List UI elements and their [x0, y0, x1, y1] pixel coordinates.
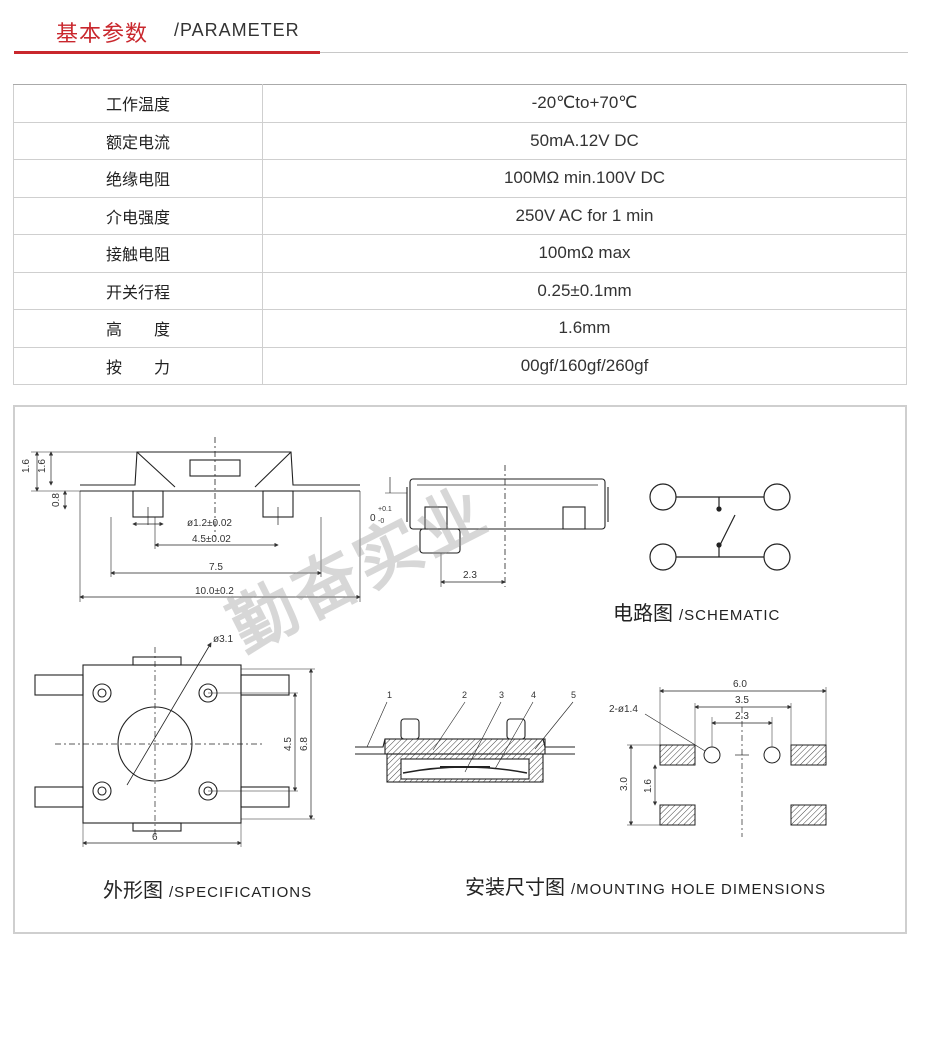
- caption-spec-en: /SPECIFICATIONS: [169, 884, 313, 901]
- part-label: 4: [531, 690, 536, 700]
- dim-mount-pitch: 3.5: [735, 695, 749, 706]
- caption-schematic-cn: 电路图: [613, 601, 673, 625]
- caption-schematic: 电路图/SCHEMATIC: [613, 597, 780, 626]
- header-divider: [14, 52, 908, 53]
- param-key: 额定电流: [13, 121, 263, 160]
- param-key: 接触电阻: [13, 234, 263, 273]
- dim-lead-offset: 2.3: [463, 570, 477, 581]
- top-view-labels: ø3.1 4.5 6.8 6: [152, 634, 310, 843]
- dim-side-base: 0.8: [51, 493, 62, 507]
- param-value: 250V AC for 1 min: [262, 196, 907, 235]
- front-view-labels: 0 +0.1 -0 2.3: [370, 506, 477, 581]
- section-title-cn: 基本参数: [56, 22, 149, 47]
- dim-mount-half: 2.3: [735, 711, 749, 722]
- caption-schematic-en: /SCHEMATIC: [679, 607, 781, 624]
- section-title-en: /PARAMETER: [174, 20, 300, 40]
- param-key: 按 力: [13, 346, 263, 385]
- part-label: 1: [387, 690, 392, 700]
- param-key: 高 度: [13, 309, 263, 348]
- header-accent-bar: [14, 51, 320, 54]
- dim-span: 7.5: [209, 562, 223, 573]
- side-view-drawing: [31, 437, 361, 602]
- dim-mount-width: 6.0: [733, 679, 747, 690]
- table-row: 工作温度-20℃to+70℃: [13, 84, 907, 123]
- caption-spec: 外形图/SPECIFICATIONS: [103, 874, 312, 903]
- cross-section-drawing: [355, 701, 575, 783]
- param-value: 0.25±0.1mm: [262, 271, 907, 310]
- param-key: 开关行程: [13, 271, 263, 310]
- mounting-hole-drawing: [627, 687, 827, 837]
- side-view-labels: 1.6 1.6 0.8 ø1.2±0.02 4.5±0.02 7.5 10.0±…: [21, 459, 234, 597]
- front-view-drawing: [385, 465, 609, 587]
- cross-section-labels: 1 2 3 4 5: [387, 690, 576, 700]
- dim-standoff-tol-up: +0.1: [378, 506, 392, 513]
- part-label: 5: [571, 690, 576, 700]
- param-value: 50mA.12V DC: [262, 121, 907, 160]
- caption-mount-en: /MOUNTING HOLE DIMENSIONS: [571, 881, 827, 898]
- dim-pitch: 4.5±0.02: [192, 534, 231, 545]
- param-key: 绝缘电阻: [13, 159, 263, 198]
- dim-actuator-dia: ø3.1: [213, 634, 233, 645]
- param-value: 00gf/160gf/260gf: [262, 346, 907, 385]
- part-label: 3: [499, 690, 504, 700]
- top-view-drawing: [34, 642, 315, 847]
- dim-mount-hole: 2-ø1.4: [609, 704, 638, 715]
- mounting-hole-labels: 6.0 3.5 2.3 2-ø1.4 3.0 1.6: [609, 679, 749, 793]
- param-key: 介电强度: [13, 196, 263, 235]
- dim-side-height2: 1.6: [37, 459, 48, 473]
- dim-mount-height2: 1.6: [643, 779, 654, 793]
- drawing-panel: 1.6 1.6 0.8 ø1.2±0.02 4.5±0.02 7.5 10.0±…: [13, 405, 907, 934]
- caption-spec-cn: 外形图: [103, 878, 163, 902]
- dim-overall: 10.0±0.2: [195, 586, 234, 597]
- param-value: 100MΩ min.100V DC: [262, 159, 907, 198]
- dim-top-height: 6.8: [299, 737, 310, 751]
- technical-drawings: 1.6 1.6 0.8 ø1.2±0.02 4.5±0.02 7.5 10.0±…: [21, 437, 827, 847]
- section-header: 基本参数 /PARAMETER: [14, 14, 908, 56]
- param-value: 1.6mm: [262, 309, 907, 348]
- dim-standoff: 0: [370, 513, 376, 524]
- dim-hole-dia: ø1.2±0.02: [187, 518, 232, 529]
- dim-top-pitch: 4.5: [283, 737, 294, 751]
- caption-mount: 安装尺寸图/MOUNTING HOLE DIMENSIONS: [465, 871, 826, 900]
- param-key: 工作温度: [13, 84, 263, 123]
- param-value: 100mΩ max: [262, 234, 907, 273]
- dim-side-height: 1.6: [21, 459, 32, 473]
- caption-mount-cn: 安装尺寸图: [465, 875, 565, 899]
- param-value: -20℃to+70℃: [262, 84, 907, 123]
- dim-mount-height: 3.0: [619, 777, 630, 791]
- dim-top-width: 6: [152, 832, 158, 843]
- dim-standoff-tol-dn: -0: [378, 518, 384, 525]
- schematic-drawing: [649, 483, 791, 571]
- part-label: 2: [462, 690, 467, 700]
